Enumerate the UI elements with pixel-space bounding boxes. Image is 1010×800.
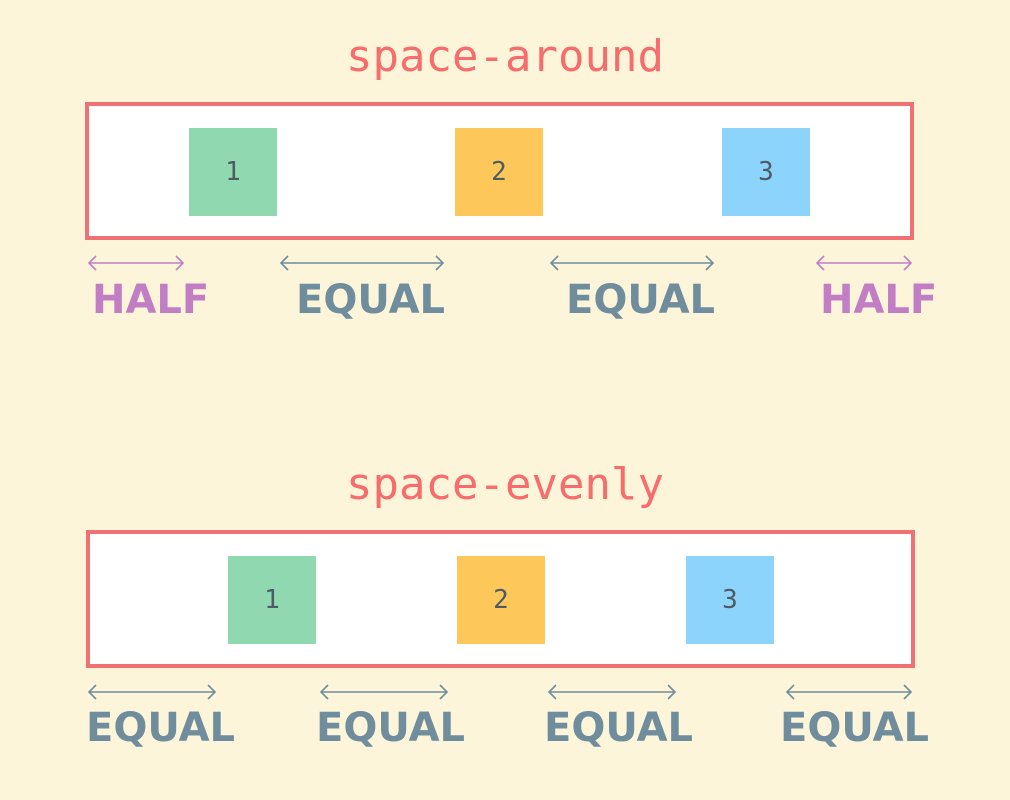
space-evenly-item-2: 2 (457, 556, 545, 644)
space-evenly-gap-arrow-2 (319, 684, 449, 700)
space-evenly-gap-arrow-4 (785, 684, 913, 700)
space-evenly-gap-arrow-3 (547, 684, 677, 700)
space-around-gap-arrow-3 (549, 255, 715, 271)
space-around-gap-arrow-4 (815, 255, 913, 271)
space-evenly-gap-label-1: EQUAL (86, 705, 236, 751)
space-around-gap-arrow-1 (87, 255, 185, 271)
space-evenly-item-3: 3 (686, 556, 774, 644)
space-around-title: space-around (346, 31, 664, 82)
space-around-gap-label-1: HALF (92, 277, 210, 323)
space-around-gap-label-4: HALF (820, 277, 938, 323)
space-around-item-2: 2 (455, 128, 543, 216)
space-evenly-gap-arrow-1 (87, 684, 217, 700)
space-evenly-item-1: 1 (228, 556, 316, 644)
space-evenly-gap-label-2: EQUAL (316, 705, 466, 751)
space-around-gap-arrow-2 (279, 255, 445, 271)
space-around-gap-label-3: EQUAL (566, 277, 716, 323)
space-around-gap-label-2: EQUAL (296, 277, 446, 323)
space-evenly-gap-label-3: EQUAL (544, 705, 694, 751)
space-evenly-title: space-evenly (346, 459, 664, 510)
space-around-item-1: 1 (189, 128, 277, 216)
space-around-item-3: 3 (722, 128, 810, 216)
space-evenly-gap-label-4: EQUAL (780, 705, 930, 751)
